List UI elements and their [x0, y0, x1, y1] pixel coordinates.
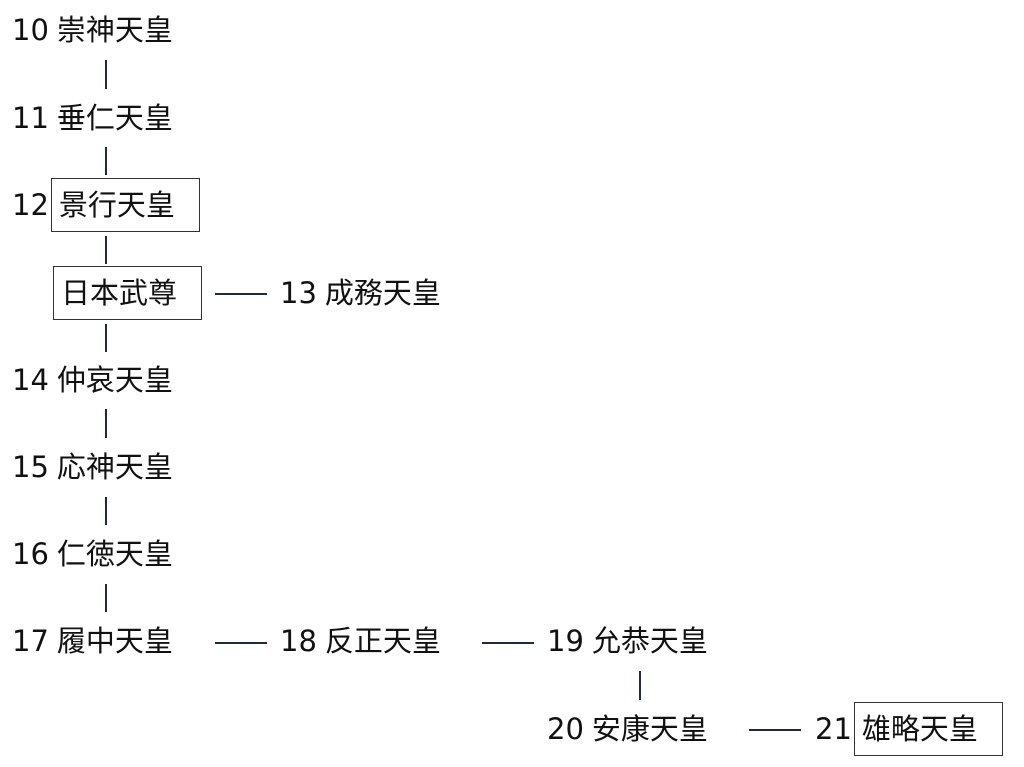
node-18-hanzei: 18 反正天皇: [280, 623, 441, 659]
node-name: 安康天皇: [591, 712, 708, 746]
connector-yamato-14: [105, 324, 107, 352]
node-14-chuai: 14 仲哀天皇: [12, 362, 173, 398]
connector-11-12: [105, 147, 107, 175]
node-19-ingyo: 19 允恭天皇: [547, 623, 708, 659]
node-name: 履中天皇: [56, 624, 173, 658]
node-12-keiko: 12 景行天皇: [12, 178, 200, 232]
connector-18-19: [482, 642, 534, 644]
node-11-suinin: 11 垂仁天皇: [12, 100, 173, 136]
node-number: 18: [280, 624, 317, 658]
node-number: 21: [815, 712, 852, 746]
node-number: 20: [547, 712, 584, 746]
node-name: 成務天皇: [324, 276, 441, 310]
node-number: 11: [12, 101, 49, 135]
highlight-box: 雄略天皇: [853, 702, 1003, 756]
node-10-sujin: 10 崇神天皇: [12, 12, 173, 48]
connector-15-16: [105, 497, 107, 525]
node-name: 仲哀天皇: [56, 363, 173, 397]
connector-20-21: [749, 729, 801, 731]
connector-12-13: [215, 293, 267, 295]
node-name: 崇神天皇: [56, 13, 173, 47]
node-16-nintoku: 16 仁徳天皇: [12, 536, 173, 572]
node-number: 10: [12, 13, 49, 47]
node-number: 15: [12, 450, 49, 484]
node-name: 反正天皇: [324, 624, 441, 658]
node-13-seimu: 13 成務天皇: [280, 275, 441, 311]
node-number: 14: [12, 363, 49, 397]
node-20-anko: 20 安康天皇: [547, 711, 708, 747]
node-yamato-takeru: 日本武尊: [53, 266, 203, 320]
node-name: 応神天皇: [56, 450, 173, 484]
node-name: 垂仁天皇: [56, 101, 173, 135]
node-number: 17: [12, 624, 49, 658]
node-15-ojin: 15 応神天皇: [12, 449, 173, 485]
connector-14-15: [105, 409, 107, 438]
highlight-box: 景行天皇: [50, 178, 200, 232]
connector-16-17: [105, 584, 107, 612]
connector-10-11: [105, 60, 107, 89]
connector-19-20: [639, 671, 641, 700]
highlight-box: 日本武尊: [53, 266, 203, 320]
connector-17-18: [215, 642, 267, 644]
node-number: 19: [547, 624, 584, 658]
connector-12-yamato: [105, 236, 107, 264]
node-number: 13: [280, 276, 317, 310]
node-17-richu: 17 履中天皇: [12, 623, 173, 659]
node-name: 允恭天皇: [591, 624, 708, 658]
node-number: 12: [12, 188, 49, 222]
node-21-yuryaku: 21 雄略天皇: [815, 702, 1003, 756]
node-name: 仁徳天皇: [56, 537, 173, 571]
node-number: 16: [12, 537, 49, 571]
